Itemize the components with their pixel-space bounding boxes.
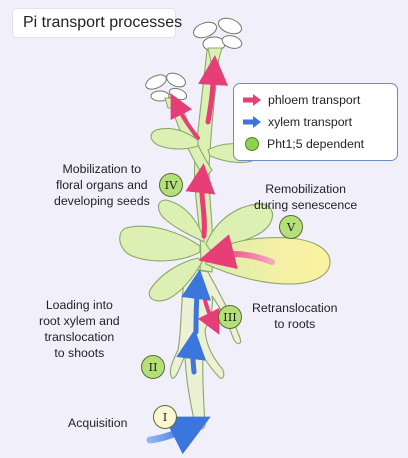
phloem-arrow-stem-lower	[185, 163, 216, 239]
phloem-arrow-stem-upper	[198, 55, 229, 125]
figure-title: Pi transport processes	[23, 14, 183, 31]
phloem-arrows	[170, 55, 275, 335]
badge-I: I	[153, 405, 177, 429]
label-acquisition: Acquisition	[68, 416, 128, 430]
xylem-arrow-icon	[243, 116, 261, 128]
xylem-arrow-root-lower	[176, 329, 207, 375]
label-retranslocation: Retranslocation to roots	[252, 301, 338, 331]
rosette-leaves	[119, 127, 274, 302]
xylem-arrow-acquisition	[146, 416, 211, 455]
label-loading: Loading into root xylem and translocatio…	[39, 298, 120, 360]
pht-marker-icon	[245, 137, 259, 151]
legend-xylem-label: xylem transport	[268, 115, 353, 129]
xylem-arrows	[146, 269, 212, 455]
phloem-arrow-icon	[243, 94, 261, 106]
label-mobilization: Mobilization to floral organs and develo…	[54, 162, 150, 208]
title-box: Pi transport processes	[13, 9, 182, 37]
legend-pht-label: Pht1;5 dependent	[267, 137, 365, 151]
legend: phloem transport xylem transport Pht1;5 …	[233, 83, 398, 161]
badge-IV: IV	[159, 173, 183, 197]
legend-row-xylem: xylem transport	[242, 113, 352, 131]
legend-row-phloem: phloem transport	[242, 91, 360, 109]
phloem-arrow-senescence	[198, 234, 275, 270]
legend-phloem-label: phloem transport	[268, 93, 361, 107]
phloem-arrow-side-branch	[170, 93, 200, 140]
badge-II: II	[141, 355, 165, 379]
badge-III: III	[218, 305, 242, 329]
legend-row-pht: Pht1;5 dependent	[242, 135, 364, 153]
label-remobilization: Remobilization during senescence	[254, 182, 358, 212]
xylem-arrow-root-upper	[181, 269, 212, 335]
badge-V: V	[279, 215, 303, 239]
